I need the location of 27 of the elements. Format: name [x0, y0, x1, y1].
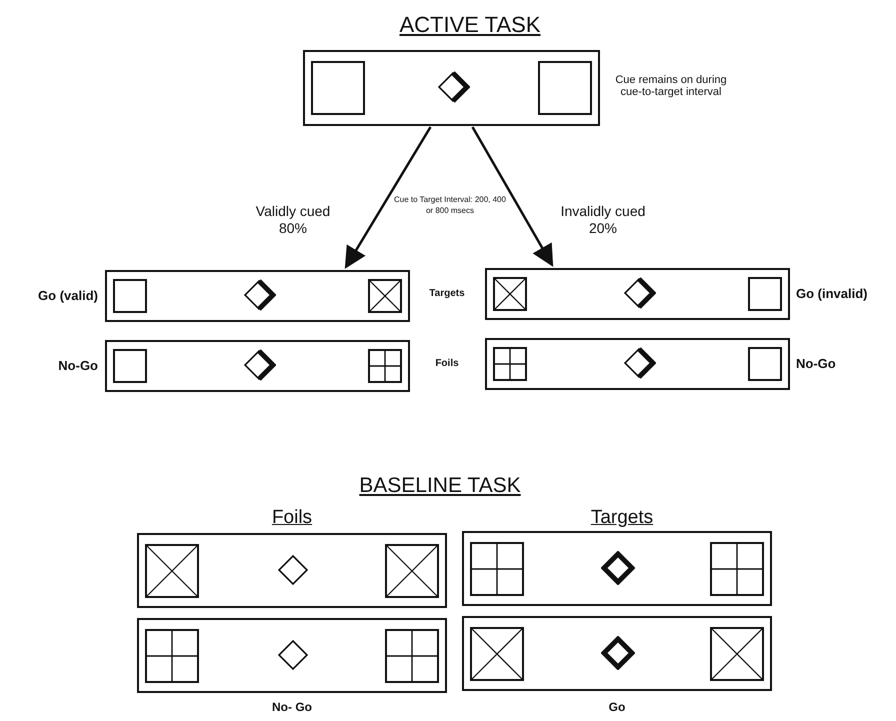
condition-label: No- Go	[271, 700, 313, 714]
stimulus-display	[303, 50, 600, 126]
heading: BASELINE TASK	[358, 474, 522, 498]
condition-label: No-Go	[796, 356, 837, 371]
condition-label: Targets	[590, 507, 654, 529]
stimulus-display	[462, 531, 772, 606]
stimulus-display	[462, 616, 772, 691]
stimulus-display	[485, 338, 790, 390]
stimulus-display	[137, 618, 447, 693]
note-text: Cue to Target Interval: 200, 400 or 800 msecs	[393, 194, 507, 216]
arrow	[344, 126, 432, 269]
arrow	[471, 126, 554, 267]
stimulus-display	[105, 340, 410, 392]
note-text: Targets	[428, 288, 466, 299]
condition-label: Go	[608, 700, 626, 714]
condition-label: Cue remains on during cue-to-target interval	[614, 74, 728, 98]
note-text: Foils	[434, 358, 460, 369]
stimulus-display	[137, 533, 447, 608]
edge-label: Invalidly cued 20%	[560, 203, 646, 237]
heading: ACTIVE TASK	[398, 12, 542, 38]
edge-label: Validly cued 80%	[254, 203, 332, 237]
condition-label: Go (valid)	[37, 288, 98, 303]
stimulus-display	[485, 268, 790, 320]
condition-label: Go (invalid)	[796, 286, 868, 301]
condition-label: Foils	[270, 507, 314, 529]
condition-label: No-Go	[57, 358, 98, 373]
stimulus-display	[105, 270, 410, 322]
